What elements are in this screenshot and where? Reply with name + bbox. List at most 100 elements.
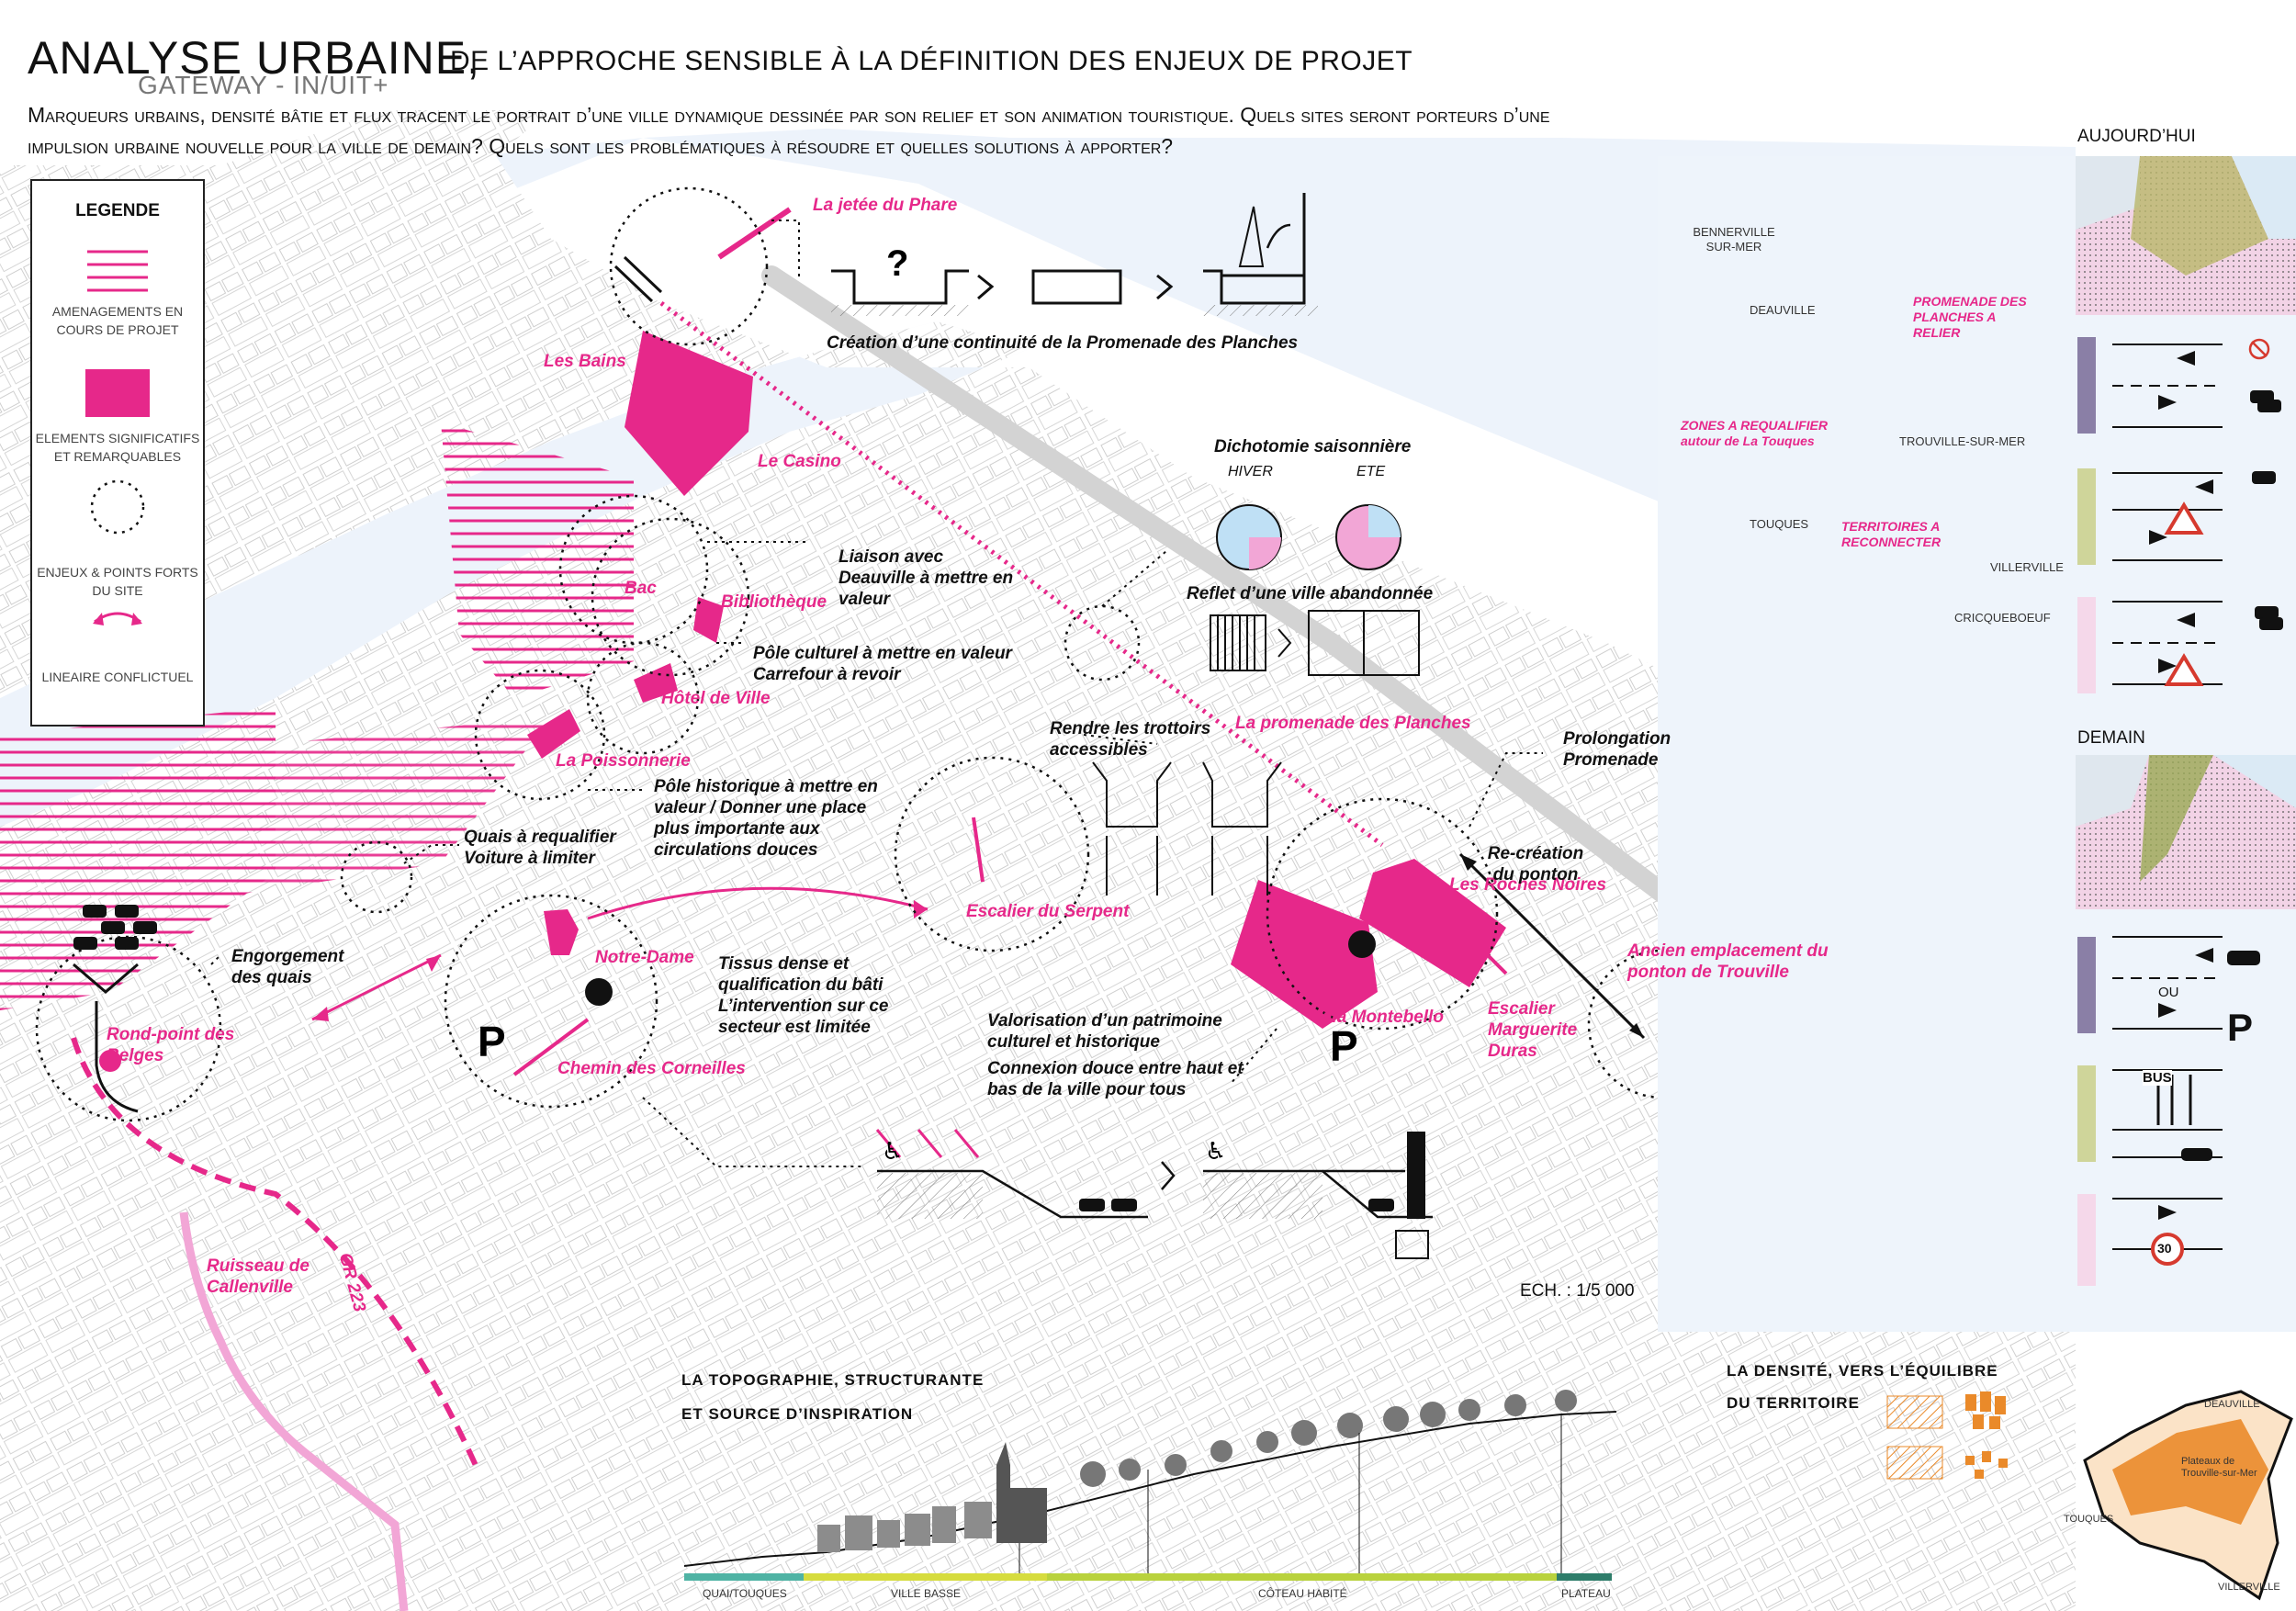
page-title: ANALYSE URBAINE, — [28, 32, 481, 84]
legend-title: LEGENDE — [75, 201, 160, 220]
density-deauville: DEAUVILLE — [2204, 1399, 2260, 1410]
annot-liaison: Liaison avec Deauville à mettre en valeu… — [838, 547, 1014, 609]
legend-item-enjeux: ENJEUX & POINTS FORTS DU SITE — [37, 565, 198, 598]
sea-area — [230, 129, 2076, 827]
topo-trees — [1080, 1390, 1577, 1487]
annot-continuite: Création d’une continuité de la Promenad… — [827, 333, 1299, 353]
panel-tomorrow-title: DEMAIN — [2077, 728, 2145, 748]
annot-pole-culturel: Pôle culturel à mettre en valeur Carrefo… — [753, 644, 1012, 684]
annot-tissus: Tissus dense et qualification du bâti L’… — [718, 954, 889, 1037]
legend-symbols — [85, 247, 150, 625]
sea-right — [1658, 156, 2296, 1332]
annot-quais: Quais à requalifier Voiture à limiter — [464, 828, 616, 868]
scale-label: ECH. : 1/5 000 — [1520, 1281, 1635, 1301]
wheelchair-icon-2: ♿ — [1205, 1138, 1226, 1166]
shutters-icon — [1210, 610, 1420, 676]
speed-limit-sign — [2151, 1233, 2184, 1266]
jetee-mark2 — [613, 265, 654, 303]
label-promenade: La promenade des Planches — [1235, 714, 1471, 733]
ponton-arrow — [1458, 852, 1646, 1040]
legend-box: LEGENDE AMENAGEMENTS EN COURS DE PROJET … — [30, 179, 205, 727]
annot-reflet: Reflet d’une ville abandonnée — [1187, 584, 1434, 603]
label-ete: ETE — [1356, 464, 1386, 479]
element-bibliotheque — [693, 597, 724, 643]
annot-recreation: Re-création du ponton — [1487, 844, 1584, 884]
link-arrow-1 — [587, 886, 929, 920]
topo-title-1: LA TOPOGRAPHIE, STRUCTURANTE — [681, 1371, 985, 1389]
topo-seg-quai: QUAI/TOUQUES — [703, 1587, 787, 1600]
density-swatch-low — [1886, 1446, 1943, 1480]
topo-bar — [684, 1573, 1612, 1581]
church-marker — [585, 978, 613, 1006]
parking-icon-2: P — [1330, 1022, 1358, 1070]
annot-valorisation: Valorisation d’un patrimoine culturel et… — [987, 1011, 1222, 1052]
parking-icon: P — [478, 1018, 506, 1065]
panel-speed: 30 — [2157, 1241, 2172, 1256]
label-bac: Bac — [625, 579, 657, 598]
sailboat-icon — [1238, 206, 1265, 267]
inset-bennerville: BENNERVILLE SUR-MER — [1693, 225, 1775, 253]
density-touques: TOUQUES — [2064, 1514, 2114, 1525]
panel-ou: OU — [2158, 985, 2179, 1000]
inset-deauville: DEAUVILLE — [1750, 303, 1816, 317]
label-notre-dame: Notre-Dame — [595, 948, 694, 967]
villa-marker — [1348, 930, 1376, 958]
jetee-mark1 — [623, 255, 663, 294]
inset-label-promenade: PROMENADE DES PLANCHES A RELIER — [1913, 294, 2027, 340]
inset-label-territoires: TERRITOIRES A RECONNECTER — [1841, 519, 1941, 549]
urban-fabric — [0, 156, 2076, 1611]
elevator-icon — [1395, 1230, 1429, 1259]
river-touques — [0, 321, 1029, 827]
label-hotel-ville: Hôtel de Ville — [661, 689, 771, 708]
inset-touques: TOUQUES — [1750, 517, 1809, 531]
wheelchair-icon: ♿ — [882, 1138, 903, 1166]
inset-cricqueboeuf: CRICQUEBOEUF — [1954, 611, 2051, 625]
density-plateaux: Plateaux de Trouville-sur-Mer — [2181, 1456, 2257, 1479]
element-notre-dame — [544, 909, 579, 955]
annot-prolongation: Prolongation Promenade — [1563, 729, 1671, 770]
topo-seg-ville-basse: VILLE BASSE — [891, 1587, 962, 1600]
label-chemin-corneilles: Chemin des Corneilles — [557, 1059, 746, 1078]
topo-seg-coteau: CÔTEAU HABITÉ — [1258, 1587, 1347, 1600]
density-title-1: LA DENSITÉ, VERS L’ÉQUILIBRE — [1727, 1362, 1998, 1380]
label-poissonnerie: La Poissonnerie — [556, 751, 691, 771]
warning-sign-falling — [2164, 653, 2204, 686]
topo-title-2: ET SOURCE D’INSPIRATION — [681, 1405, 914, 1423]
panel-bus: BUS — [2143, 1070, 2172, 1086]
topo-seg-plateau: PLATEAU — [1561, 1587, 1611, 1600]
label-escalier-duras: Escalier Marguerite Duras — [1488, 999, 1578, 1061]
element-hotel-ville — [634, 663, 678, 703]
label-casino: Le Casino — [758, 452, 841, 471]
topo-buildings — [817, 1502, 992, 1552]
topo-line — [683, 1411, 1617, 1567]
link-arrow-2 — [311, 953, 442, 1021]
legend-item-elements: ELEMENTS SIGNIFICATIFS ET REMARQUABLES — [35, 431, 200, 464]
brand-logo: GATEWAY - IN/UIT+ — [138, 71, 389, 99]
continuity-diagram — [831, 193, 1306, 305]
annot-dichotomie: Dichotomie saisonnière — [1214, 437, 1412, 456]
inset-trouville: TROUVILLE-SUR-MER — [1899, 434, 2026, 448]
gr223-path — [71, 1037, 480, 1471]
density-title-2: DU TERRITOIRE — [1727, 1394, 1860, 1412]
label-bains: Les Bains — [544, 352, 626, 371]
label-ancien-ponton: Ancien emplacement du ponton de Trouvill… — [1627, 941, 1829, 982]
rond-point-marker — [99, 1050, 121, 1072]
page-subtitle: DE L’APPROCHE SENSIBLE À LA DÉFINITION D… — [450, 46, 1413, 76]
density-villerville: VILLERVILLE — [2218, 1582, 2280, 1593]
promenade-line — [659, 301, 1384, 847]
label-ruisseau: Ruisseau de Callenville — [207, 1256, 310, 1297]
svg-text:?: ? — [886, 243, 908, 284]
hatched-area-west2 — [0, 716, 551, 918]
cars-icon — [73, 905, 157, 950]
slope-diagram — [877, 1161, 1433, 1219]
label-villa-montebello: Villa Montebello — [1311, 1008, 1444, 1027]
car-icons — [1079, 1199, 1394, 1211]
label-hiver: HIVER — [1228, 464, 1273, 479]
element-roches-noires — [1359, 859, 1506, 987]
panel-today-title: AUJOURD’HUI — [2077, 127, 2196, 146]
stream-callenville — [179, 1211, 409, 1611]
label-escalier-serpent: Escalier du Serpent — [966, 902, 1130, 921]
element-bains-casino — [625, 331, 753, 496]
density-swatch-high — [1886, 1395, 1943, 1429]
